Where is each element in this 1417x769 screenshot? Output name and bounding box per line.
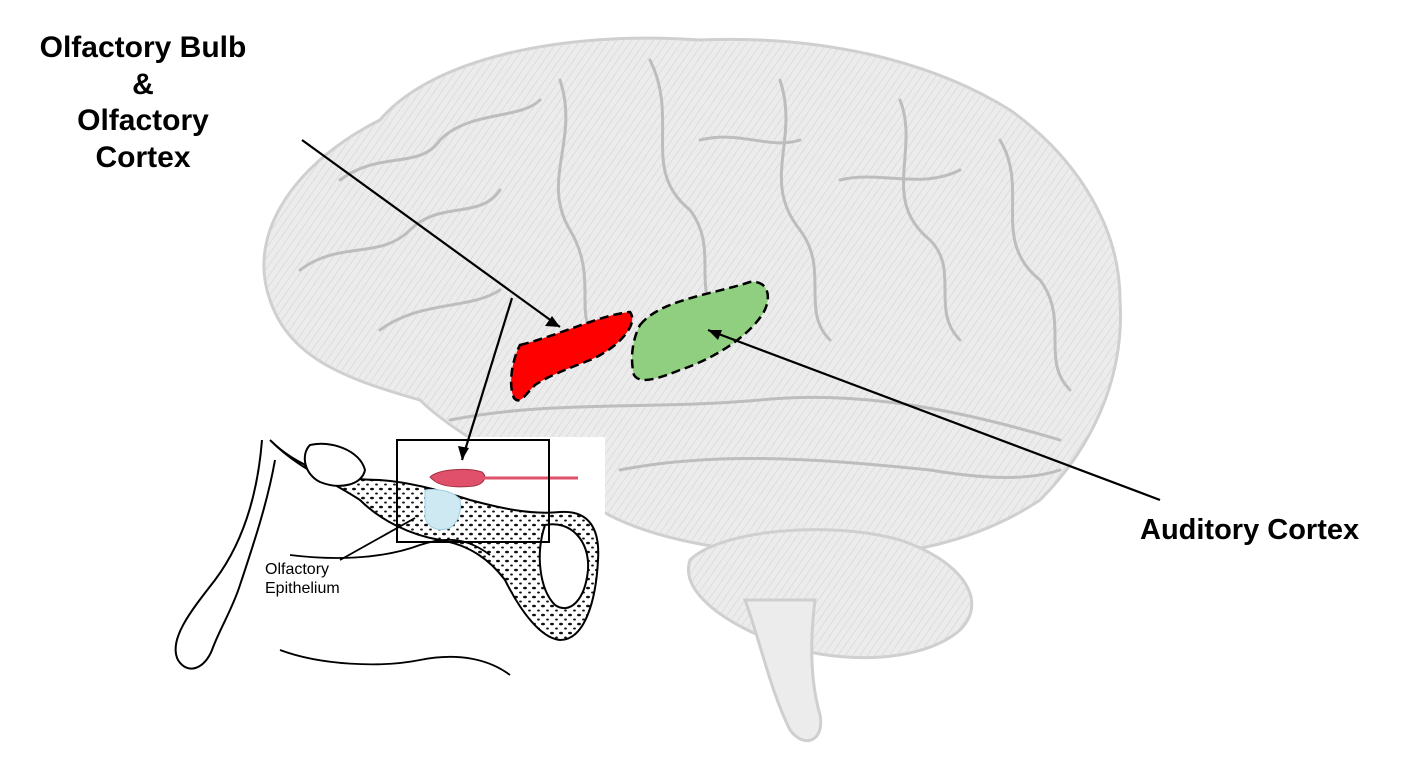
olfactory-epithelium-label: Olfactory Epithelium <box>265 560 340 598</box>
nasal-cavity-inset <box>165 437 605 687</box>
nasal-bone-outline <box>174 439 276 670</box>
brainstem <box>742 598 823 743</box>
olfactory-leader-line <box>301 139 561 328</box>
cribriform-plate <box>269 439 600 642</box>
inset-pointer-line <box>460 297 514 461</box>
epithelium-label-line-1: Olfactory <box>265 561 330 578</box>
olfactory-label-line-3: Olfactory <box>77 104 209 138</box>
turbinate <box>289 538 491 559</box>
zoom-box <box>396 439 550 543</box>
auditory-cortex-region <box>630 280 770 382</box>
olfactory-leader-arrowhead <box>545 316 560 327</box>
cerebellum-hatching <box>688 529 972 658</box>
turbinate-lower <box>279 649 511 676</box>
olfactory-bulb <box>429 468 486 488</box>
olfactory-label-line-4: Cortex <box>95 140 191 174</box>
olfactory-label-line-1: Olfactory Bulb <box>39 31 247 64</box>
sinus-cavity-lower <box>538 523 590 610</box>
sinus-cavity <box>303 442 367 487</box>
inset-pointer-arrowhead <box>458 446 469 460</box>
epithelium-pointer <box>339 517 416 561</box>
auditory-cortex-label: Auditory Cortex <box>1140 514 1360 546</box>
auditory-leader-arrowhead <box>708 330 722 340</box>
auditory-leader-line <box>707 328 1161 502</box>
epithelium-label-line-2: Epithelium <box>265 580 340 598</box>
olfactory-bulb-cortex-label: Olfactory Bulb & Olfactory Cortex <box>18 30 268 176</box>
olfactory-label-line-2: & <box>132 67 154 101</box>
gyri-folds <box>298 58 1072 479</box>
olfactory-epithelium <box>424 489 461 531</box>
olfactory-cortex-region <box>509 310 634 402</box>
